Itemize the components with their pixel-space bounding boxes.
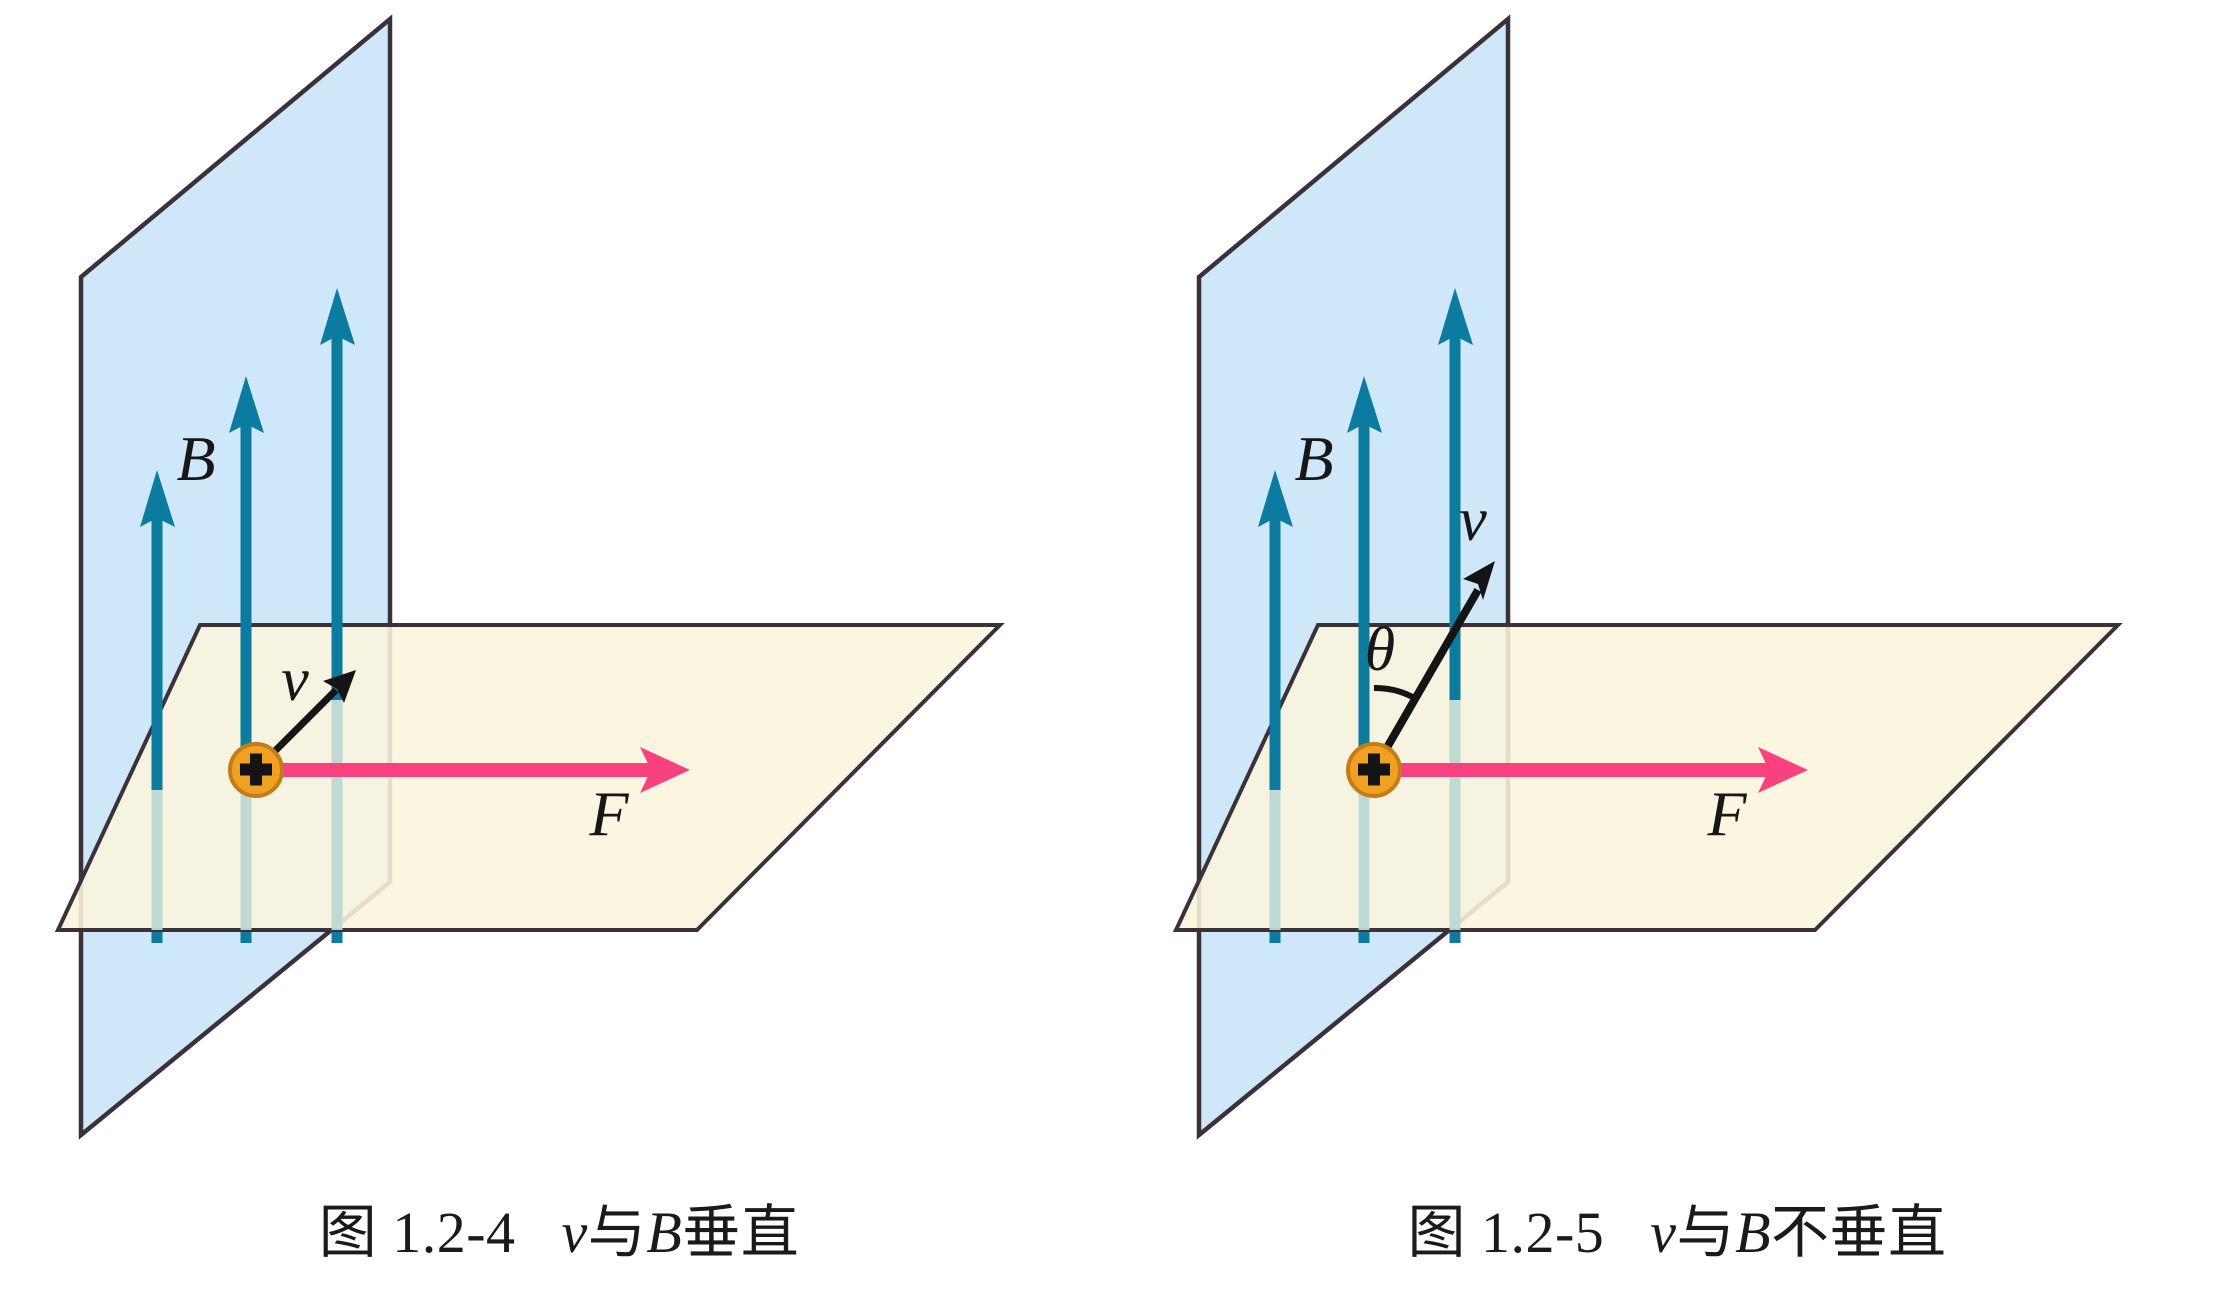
v-velocity-label: v [281,646,309,714]
vertical-plane-right [1196,14,1511,1140]
b-field-label: B [176,423,215,494]
b-vector-2-arrowhead [1347,376,1382,433]
theta-angle-arc [1373,684,1420,703]
b-vector-1-arrowhead [1258,470,1293,527]
caption-figure-number: 图 1.2-4 [318,1200,516,1265]
charged-particle-right [1346,742,1402,798]
v-vector-shaft [1370,587,1482,773]
f-force-vector-left [256,747,690,793]
v-vector-arrowhead [323,670,356,703]
horizontal-plane-right [1172,623,2123,932]
horizontal-plane-left [54,623,1005,932]
v-velocity-label: v [1459,486,1487,554]
b-vector-1-arrowhead [140,470,175,527]
caption-v-symbol: v [561,1200,588,1265]
b-vector-3-arrowhead [320,288,355,345]
b-vectors-visible-left [140,288,355,790]
v-vector-arrowhead [1463,561,1495,600]
f-vector-arrowhead [1758,747,1808,793]
vertical-plane-left [78,14,393,1140]
charged-particle-left [228,742,284,798]
b-vector-2-arrowhead [229,376,264,433]
caption-relation: 垂直 [682,1200,800,1265]
f-force-label: F [588,778,629,849]
charge-plus-vertical [250,753,262,786]
caption-relation: 不垂直 [1771,1200,1947,1265]
caption-figure-number: 图 1.2-5 [1407,1200,1605,1265]
theta-angle-label: θ [1365,616,1395,684]
figure-1-2-4-diagram: B F v [54,14,1005,1140]
figure-1-2-4-caption: 图 1.2-4 v与B垂直 [0,1185,1118,1269]
caption-b-symbol: B [646,1200,683,1265]
charge-plus-vertical [1368,753,1380,786]
caption-b-symbol: B [1735,1200,1771,1265]
figure-1-2-5-diagram: B F v θ [1172,14,2123,1140]
v-velocity-vector-right [1370,561,1495,773]
b-vector-3-arrowhead [1438,288,1473,345]
f-force-label: F [1706,778,1747,849]
caption-v-symbol: v [1650,1200,1677,1265]
b-field-label: B [1294,423,1333,494]
caption-conj: 与 [1676,1200,1736,1265]
caption-conj: 与 [587,1200,647,1265]
f-force-vector-right [1374,747,1808,793]
f-vector-arrowhead [640,747,690,793]
figure-1-2-5-caption: 图 1.2-5 v与B不垂直 [1118,1185,2236,1269]
